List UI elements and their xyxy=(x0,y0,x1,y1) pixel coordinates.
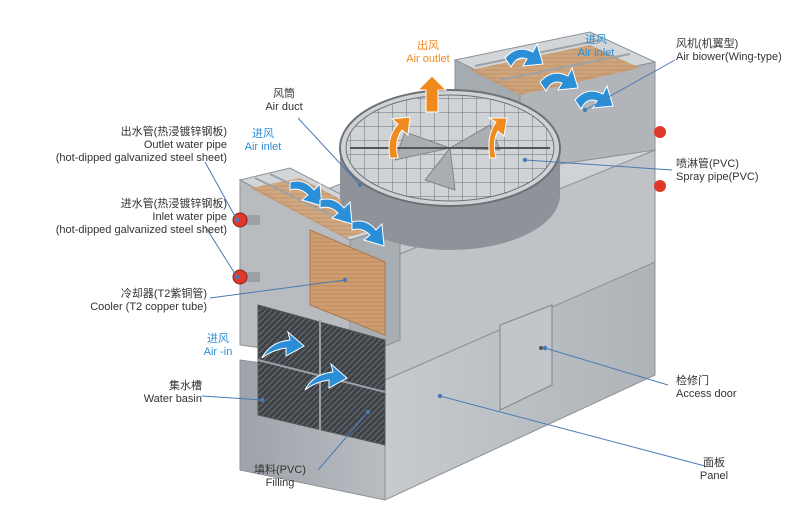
outlet-pipe-valve xyxy=(232,212,260,228)
air-in-arrow-4 xyxy=(289,180,323,207)
leader-spray-pipe xyxy=(522,157,673,171)
air-in-arrow-1 xyxy=(504,42,544,68)
leader-water-basin xyxy=(201,395,265,403)
label-air-outlet: 出风 Air outlet xyxy=(406,40,450,65)
label-spray-pipe: 喷淋管(PVC) Spray pipe(PVC) xyxy=(676,158,759,183)
air-out-arrow-3 xyxy=(487,117,508,159)
label-air-duct: 风筒 Air duct xyxy=(265,88,303,113)
leader-fan xyxy=(582,59,676,113)
label-air-inlet-left: 进风 Air inlet xyxy=(244,128,282,153)
label-inlet-pipe: 进水管(热浸镀锌钢板) Inlet water pipe (hot-dipped… xyxy=(55,198,227,236)
inlet-pipe-valve xyxy=(232,269,260,285)
label-cooler: 冷却器(T2紫铜管) Cooler (T2 copper tube) xyxy=(90,288,207,313)
air-in-arrow-3 xyxy=(574,84,614,110)
air-in-arrow-5 xyxy=(319,198,353,225)
label-panel: 面板 Panel xyxy=(699,457,729,482)
leader-outlet-pipe xyxy=(204,161,240,223)
label-access-door: 检修门 Access door xyxy=(676,375,737,400)
air-in-arrow-7 xyxy=(261,330,305,359)
rear-valve-2 xyxy=(654,180,666,192)
air-out-arrow-1 xyxy=(416,75,448,113)
air-out-arrow-2 xyxy=(388,116,411,159)
air-in-arrow-2 xyxy=(539,66,579,92)
air-in-arrow-6 xyxy=(351,220,385,247)
cooler-coil xyxy=(309,229,386,336)
air-in-arrow-8 xyxy=(304,362,348,391)
label-water-basin: 集水槽 Water basin xyxy=(143,380,202,405)
leader-inlet-pipe xyxy=(204,225,240,280)
rear-valve-1 xyxy=(654,126,666,138)
leader-panel xyxy=(437,393,706,467)
label-outlet-pipe: 出水管(热浸镀锌钢板) Outlet water pipe (hot-dippe… xyxy=(55,126,227,164)
label-air-in-lower: 进风 Air -in xyxy=(203,333,233,358)
label-air-inlet-top: 进风 Air inlet xyxy=(577,34,615,59)
label-filling: 填料(PVC) Filling xyxy=(254,464,306,489)
leader-filling xyxy=(317,409,371,471)
access-door-shape xyxy=(499,304,553,411)
leader-air-duct xyxy=(297,117,363,188)
leader-cooler xyxy=(209,277,348,299)
label-fan: 风机(机翼型) Air biower(Wing-type) xyxy=(676,38,782,63)
leader-access-door xyxy=(542,345,669,386)
